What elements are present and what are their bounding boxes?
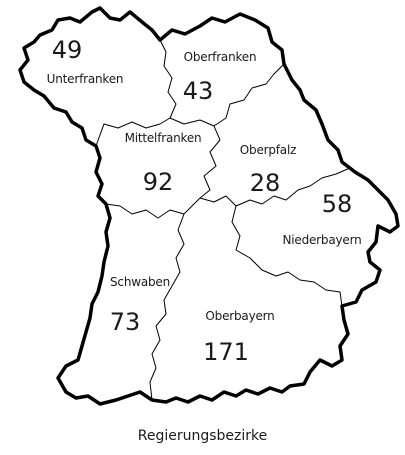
region-name-oberfranken: Oberfranken <box>183 50 257 64</box>
region-count-oberbayern: 171 <box>203 338 249 366</box>
region-borders <box>95 39 356 401</box>
map-caption: Regierungsbezirke <box>137 428 268 444</box>
region-count-niederbayern: 58 <box>321 190 353 218</box>
region-count-schwaben: 73 <box>109 308 141 336</box>
region-name-oberpfalz: Oberpfalz <box>239 143 297 157</box>
region-name-unterfranken: Unterfranken <box>46 72 124 86</box>
region-name-niederbayern: Niederbayern <box>282 233 362 247</box>
region-name-oberbayern: Oberbayern <box>205 309 275 323</box>
region-count-oberpfalz: 28 <box>249 169 281 197</box>
region-name-schwaben: Schwaben <box>110 275 170 289</box>
region-count-mittelfranken: 92 <box>142 168 174 196</box>
region-count-oberfranken: 43 <box>182 77 214 105</box>
region-name-mittelfranken: Mittelfranken <box>124 131 202 145</box>
region-count-unterfranken: 49 <box>51 36 83 64</box>
bavaria-border <box>18 6 400 406</box>
